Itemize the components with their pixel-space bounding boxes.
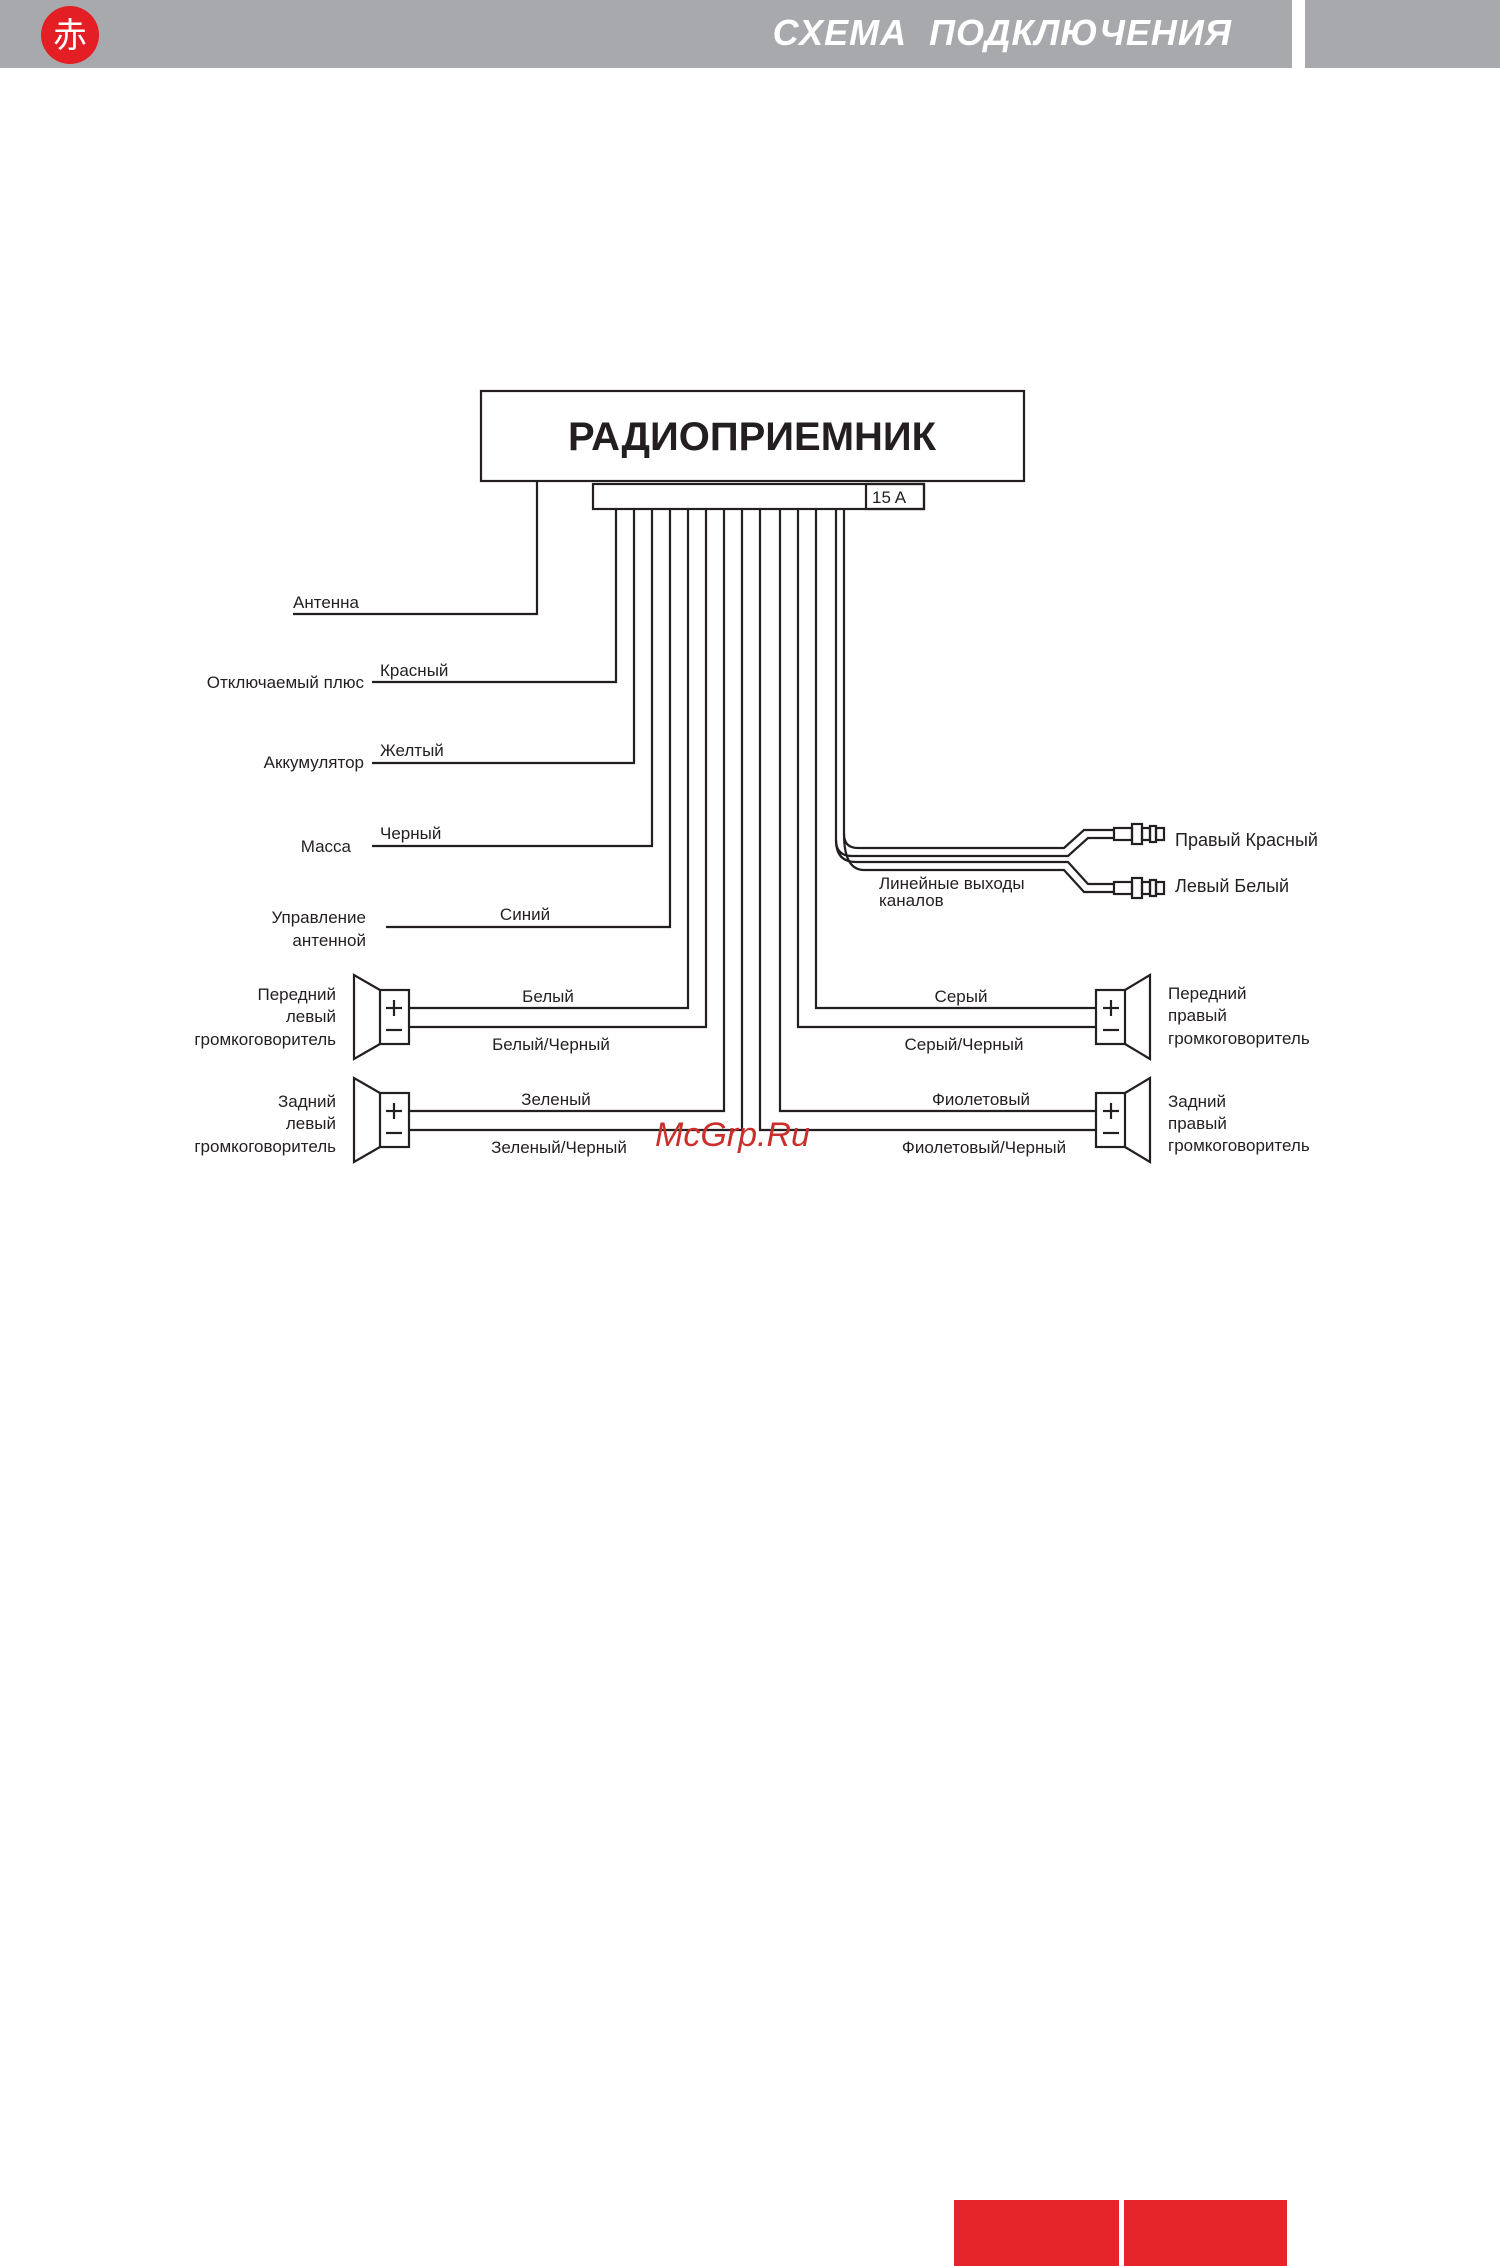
rear-left-label-3: громкоговоритель xyxy=(194,1137,336,1156)
green-wire-label: Зеленый xyxy=(521,1090,591,1109)
line-out-label-1: Линейные выходы xyxy=(879,874,1025,893)
speaker-front-right xyxy=(1094,973,1152,1061)
header-bar-right xyxy=(1305,0,1500,68)
battery-label: Аккумулятор xyxy=(264,753,364,772)
line-out-label-2: каналов xyxy=(879,891,944,910)
front-left-label-1: Передний xyxy=(257,985,336,1004)
antenna-label: Антенна xyxy=(293,593,360,612)
gray-wire xyxy=(814,509,1096,1010)
green-black-wire-label: Зеленый/Черный xyxy=(491,1138,627,1157)
violet-black-wire xyxy=(758,509,1096,1132)
antenna-wire xyxy=(293,481,539,616)
white-black-wire-label: Белый/Черный xyxy=(492,1035,610,1054)
green-wire xyxy=(409,509,726,1113)
fuse-box xyxy=(864,482,926,511)
green-black-wire xyxy=(409,509,744,1132)
yellow-wire-label: Желтый xyxy=(380,741,444,760)
front-left-label-2: левый xyxy=(286,1007,336,1026)
switched-plus-label: Отключаемый плюс xyxy=(207,673,365,692)
rca-plug-right xyxy=(1112,822,1166,846)
head-unit-box xyxy=(479,389,1026,483)
line-out-cable xyxy=(834,509,1114,894)
blue-wire xyxy=(386,509,672,929)
line-out-right-label: Правый Красный xyxy=(1175,830,1318,850)
gray-black-wire xyxy=(796,509,1096,1029)
rear-left-label-2: левый xyxy=(286,1114,336,1133)
brand-logo: 赤 xyxy=(41,6,99,64)
fuse-label: 15 A xyxy=(872,488,907,507)
yellow-wire xyxy=(372,509,636,765)
header-bar xyxy=(0,0,1292,68)
red-wire-label: Красный xyxy=(380,661,448,680)
front-left-label-3: громкоговоритель xyxy=(194,1030,336,1049)
rca-plug-left xyxy=(1112,876,1166,900)
white-wire-label: Белый xyxy=(522,987,574,1006)
front-right-label-2: правый xyxy=(1168,1006,1227,1025)
rear-right-label-2: правый xyxy=(1168,1114,1227,1133)
rear-right-label-3: громкоговоритель xyxy=(1168,1136,1310,1155)
line-out-left-label: Левый Белый xyxy=(1175,876,1289,896)
gray-wire-label: Серый xyxy=(935,987,988,1006)
footer-bar-left xyxy=(954,2200,1119,2266)
white-black-wire xyxy=(409,509,708,1029)
speaker-rear-right xyxy=(1094,1076,1152,1164)
gray-black-wire-label: Серый/Черный xyxy=(905,1035,1024,1054)
rear-left-label-1: Задний xyxy=(278,1092,336,1111)
violet-black-wire-label: Фиолетовый/Черный xyxy=(902,1138,1066,1157)
antenna-control-label-1: Управление xyxy=(271,908,366,927)
speaker-front-left xyxy=(352,973,411,1061)
page-title: СХЕМА ПОДКЛЮЧЕНИЯ xyxy=(772,12,1232,53)
violet-wire-label: Фиолетовый xyxy=(932,1090,1030,1109)
black-wire-label: Черный xyxy=(380,824,441,843)
head-unit-title: РАДИОПРИЕМНИК xyxy=(568,415,937,459)
speaker-rear-left xyxy=(352,1076,411,1164)
white-wire xyxy=(409,509,690,1010)
ground-label: Масса xyxy=(301,837,352,856)
red-wire xyxy=(372,509,618,684)
rear-right-label-1: Задний xyxy=(1168,1092,1226,1111)
front-right-label-3: громкоговоритель xyxy=(1168,1029,1310,1048)
violet-wire xyxy=(778,509,1096,1113)
blue-wire-label: Синий xyxy=(500,905,550,924)
watermark: McGrp.Ru xyxy=(655,1116,810,1154)
svg-text:赤: 赤 xyxy=(53,17,87,55)
footer-bar-right xyxy=(1124,2200,1287,2266)
antenna-control-label-2: антенной xyxy=(292,931,366,950)
front-right-label-1: Передний xyxy=(1168,984,1247,1003)
brand-logo-glyph: 赤 xyxy=(53,17,87,55)
black-wire xyxy=(372,509,654,848)
